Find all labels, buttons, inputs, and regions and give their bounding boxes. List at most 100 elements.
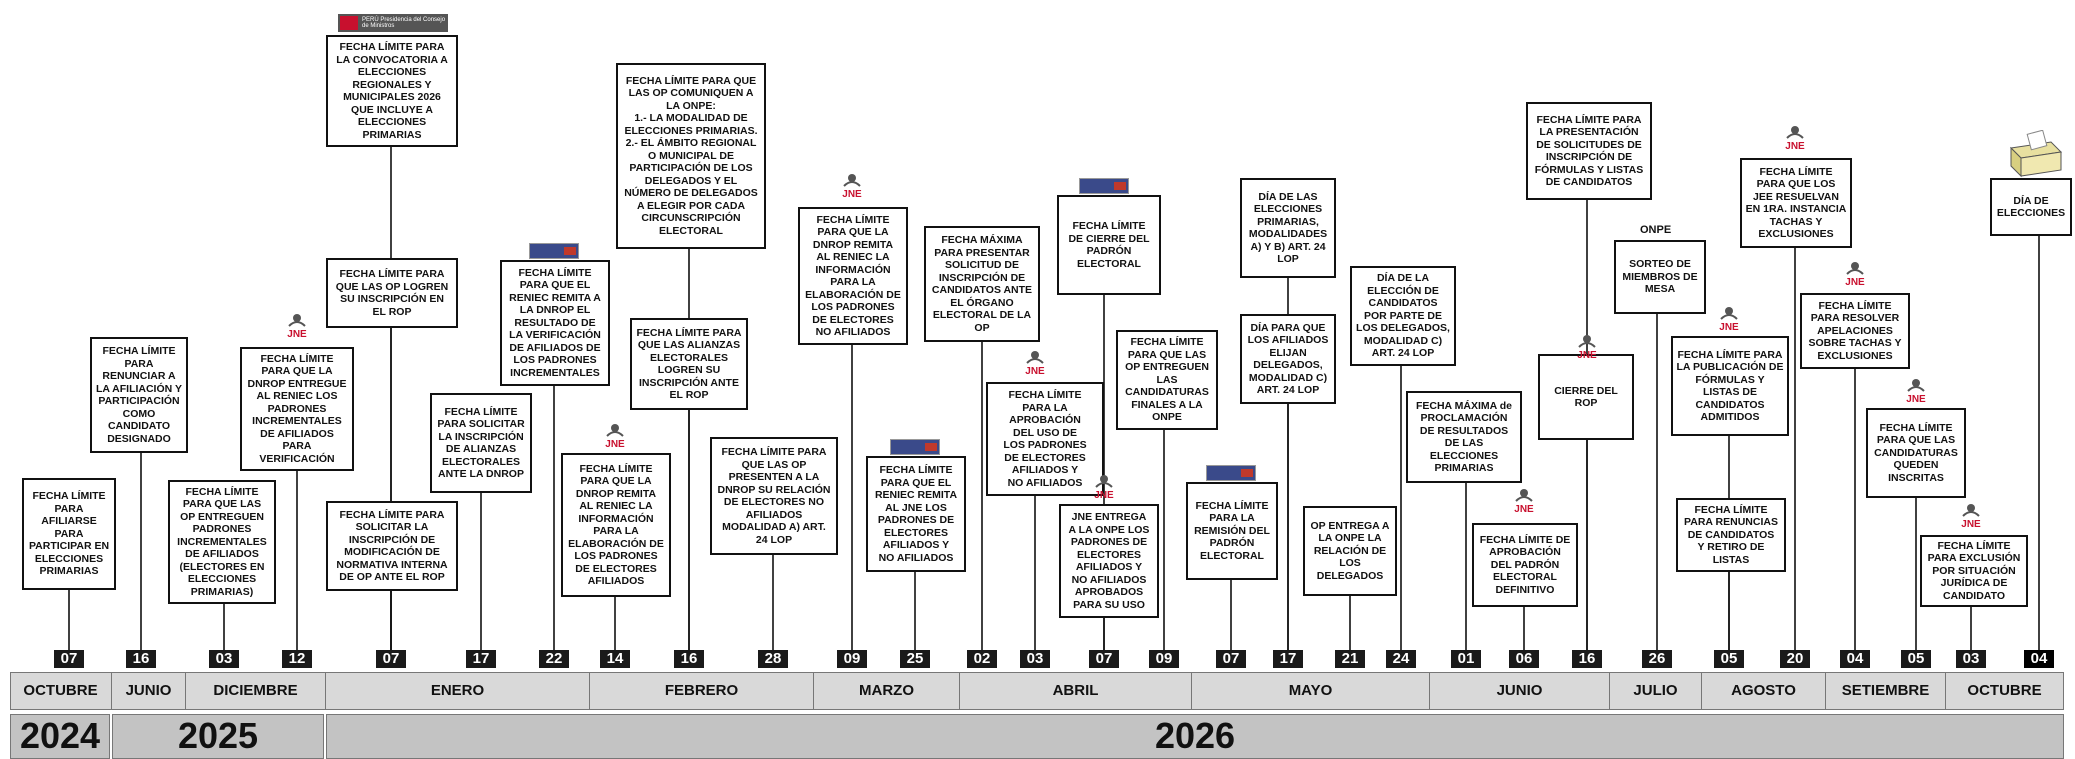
day-badge: 07 — [1089, 650, 1119, 668]
jne-logo-icon: JNE — [1842, 260, 1868, 286]
event-box: FECHA LÍMITE PARA QUE LAS CANDIDATURAS Q… — [1866, 408, 1966, 498]
day-badge: 17 — [1273, 650, 1303, 668]
month-label-marzo: MARZO — [814, 672, 960, 710]
event-box: FECHA LÍMITE PARA QUE LAS OP COMUNIQUEN … — [616, 63, 766, 249]
event-box: FECHA LÍMITE PARA QUE LAS OP ENTREGUEN P… — [168, 480, 276, 604]
day-badge: 16 — [674, 650, 704, 668]
day-badge: 14 — [600, 650, 630, 668]
event-box: FECHA MÁXIMA de PROCLAMACIÓN DE RESULTAD… — [1406, 391, 1522, 483]
svg-text:JNE: JNE — [1514, 504, 1534, 513]
day-badge: 25 — [900, 650, 930, 668]
event-box: SORTEO DE MIEMBROS DE MESA — [1614, 240, 1706, 314]
day-badge: 16 — [126, 650, 156, 668]
event-box: FECHA LÍMITE PARA QUE LAS ALIANZAS ELECT… — [630, 318, 748, 410]
svg-text:JNE: JNE — [1094, 490, 1114, 499]
day-badge: 06 — [1509, 650, 1539, 668]
day-badge: 03 — [209, 650, 239, 668]
day-badge: 04 — [2024, 650, 2054, 668]
svg-text:JNE: JNE — [1785, 141, 1805, 150]
day-badge: 07 — [1216, 650, 1246, 668]
day-badge: 12 — [282, 650, 312, 668]
year-label-2026: 2026 — [1154, 715, 1236, 756]
jne-logo-icon: JNE — [1511, 487, 1537, 513]
svg-text:JNE: JNE — [1845, 277, 1865, 286]
month-label-octubre: OCTUBRE — [10, 672, 112, 710]
day-badge: 24 — [1386, 650, 1416, 668]
event-box: FECHA LÍMITE PARA QUE LAS OP LOGREN SU I… — [326, 258, 458, 328]
jne-logo-icon: JNE — [1903, 377, 1929, 403]
jne-logo-icon: JNE — [284, 312, 310, 338]
day-badge: 20 — [1780, 650, 1810, 668]
month-label-junio: JUNIO — [112, 672, 186, 710]
month-label-febrero: FEBRERO — [590, 672, 814, 710]
month-label-octubre: OCTUBRE — [1946, 672, 2064, 710]
day-badge: 28 — [758, 650, 788, 668]
onpe-logo: ONPE — [1640, 224, 1672, 236]
svg-text:JNE: JNE — [1025, 366, 1045, 375]
ballot-box-icon — [2005, 129, 2063, 183]
day-badge: 03 — [1956, 650, 1986, 668]
day-badge: 22 — [539, 650, 569, 668]
jne-logo-icon: JNE — [602, 422, 628, 448]
month-label-diciembre: DICIEMBRE — [186, 672, 326, 710]
day-badge: 17 — [466, 650, 496, 668]
event-box: CIERRE DEL ROP — [1538, 354, 1634, 440]
month-label-agosto: AGOSTO — [1702, 672, 1826, 710]
event-box: FECHA LÍMITE PARA QUE LA DNROP REMITA AL… — [561, 453, 671, 597]
event-box: FECHA MÁXIMA PARA PRESENTAR SOLICITUD DE… — [924, 226, 1040, 342]
event-box: FECHA LÍMITE PARA QUE LA DNROP ENTREGUE … — [240, 347, 354, 471]
event-box: FECHA LÍMITE PARA EXCLUSIÓN POR SITUACIÓ… — [1920, 535, 2028, 607]
event-box: FECHA LÍMITE DE APROBACIÓN DEL PADRÓN EL… — [1472, 523, 1578, 607]
svg-text:JNE: JNE — [1906, 394, 1926, 403]
jne-logo-icon: JNE — [1022, 349, 1048, 375]
day-badge: 09 — [1149, 650, 1179, 668]
day-badge: 07 — [54, 650, 84, 668]
day-badge: 04 — [1840, 650, 1870, 668]
event-box: FECHA LÍMITE PARA QUE LAS OP PRESENTEN A… — [710, 437, 838, 555]
event-box: FECHA LÍMITE PARA SOLICITAR LA INSCRIPCI… — [430, 393, 532, 493]
day-badge: 21 — [1335, 650, 1365, 668]
dnrop-logo-icon — [1206, 465, 1256, 481]
event-box: FECHA LÍMITE DE CIERRE DEL PADRÓN ELECTO… — [1057, 195, 1161, 295]
peru-logo-text: PERÚ Presidencia del Consejo de Ministro… — [362, 17, 446, 29]
event-box: FECHA LÍMITE PARA LA CONVOCATORIA A ELEC… — [326, 35, 458, 147]
month-label-setiembre: SETIEMBRE — [1826, 672, 1946, 710]
event-box: FECHA LÍMITE PARA LA APROBACIÓN DEL USO … — [986, 382, 1104, 496]
day-badge: 07 — [376, 650, 406, 668]
event-box: FECHA LÍMITE PARA RESOLVER APELACIONES S… — [1800, 293, 1910, 369]
jne-logo-icon: JNE — [1574, 333, 1600, 359]
day-badge: 09 — [837, 650, 867, 668]
svg-text:JNE: JNE — [1961, 519, 1981, 528]
month-label-abril: ABRIL — [960, 672, 1192, 710]
month-bar — [10, 672, 2064, 710]
dnrop-logo-icon — [529, 243, 579, 259]
jne-logo-icon: JNE — [839, 172, 865, 198]
jne-logo-icon: JNE — [1091, 473, 1117, 499]
day-badge: 02 — [967, 650, 997, 668]
year-label-2024: 2024 — [19, 715, 101, 756]
event-box: FECHA LÍMITE PARA LA REMISIÓN DEL PADRÓN… — [1186, 482, 1278, 580]
day-badge: 03 — [1020, 650, 1050, 668]
event-box: FECHA LÍMITE PARA LA PRESENTACIÓN DE SOL… — [1526, 102, 1652, 200]
month-label-enero: ENERO — [326, 672, 590, 710]
day-badge: 16 — [1572, 650, 1602, 668]
event-box: FECHA LÍMITE PARA QUE LOS JEE RESUELVAN … — [1740, 158, 1852, 248]
day-badge: 05 — [1901, 650, 1931, 668]
event-box: DÍA DE ELECCIONES — [1990, 178, 2072, 236]
peru-government-logo: PERÚ Presidencia del Consejo de Ministro… — [338, 14, 448, 32]
event-box: FECHA LÍMITE PARA QUE EL RENIEC REMITA A… — [866, 456, 966, 572]
event-box: FECHA LÍMITE PARA LA PUBLICACIÓN DE FÓRM… — [1671, 336, 1789, 436]
svg-text:JNE: JNE — [605, 439, 625, 448]
year-label-2025: 2025 — [177, 715, 259, 756]
jne-logo-icon: JNE — [1958, 502, 1984, 528]
day-badge: 01 — [1451, 650, 1481, 668]
dnrop-logo-icon — [890, 439, 940, 455]
svg-text:JNE: JNE — [842, 189, 862, 198]
month-label-junio: JUNIO — [1430, 672, 1610, 710]
day-badge: 26 — [1642, 650, 1672, 668]
event-box: DÍA DE LA ELECCIÓN DE CANDIDATOS POR PAR… — [1350, 266, 1456, 366]
event-box: DÍA DE LAS ELECCIONES PRIMARIAS, MODALID… — [1240, 178, 1336, 278]
svg-text:JNE: JNE — [287, 329, 307, 338]
